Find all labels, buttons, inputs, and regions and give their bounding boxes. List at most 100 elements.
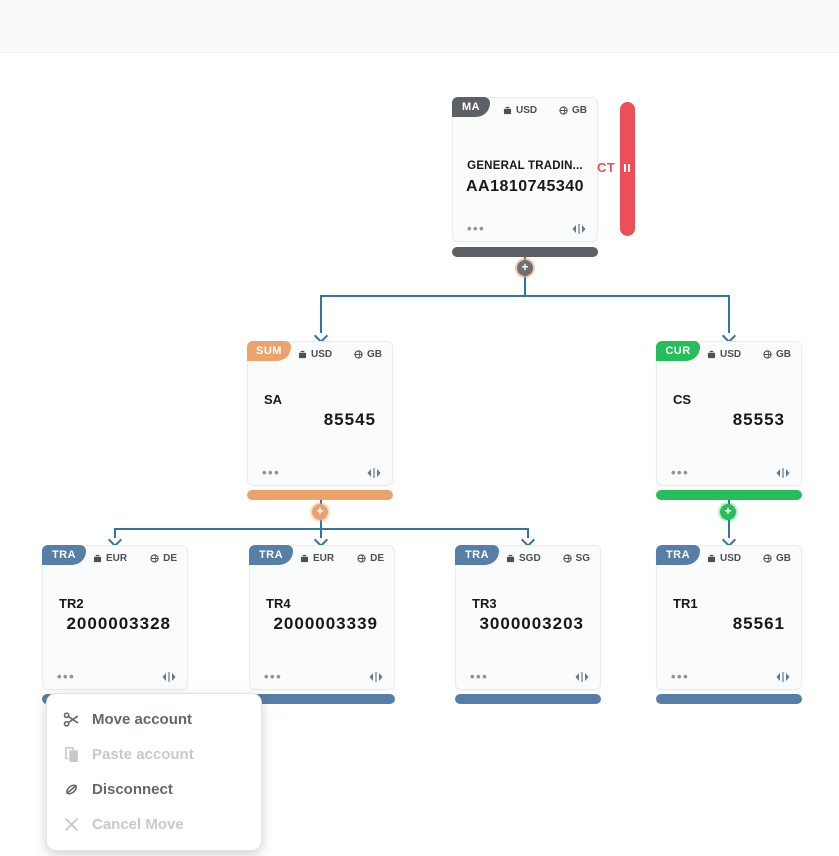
account-number: 85561 <box>732 614 785 633</box>
country-label: GB <box>367 349 382 360</box>
account-card-tr1[interactable]: TRA USD GB TR1 85561 ••• <box>656 545 802 690</box>
connector-line <box>524 257 526 295</box>
account-number: 2000003339 <box>273 614 378 633</box>
menu-item-move-account[interactable]: Move account <box>47 702 261 737</box>
currency-icon <box>506 554 515 563</box>
currency-icon <box>298 350 307 359</box>
expand-horizontal-icon[interactable] <box>367 467 381 479</box>
account-card-ma[interactable]: MA USD GB GENERAL TRADIN... AA1810745340… <box>452 97 598 242</box>
country-label: GB <box>572 105 587 116</box>
pause-icon <box>624 164 630 172</box>
more-options-icon[interactable]: ••• <box>671 669 690 684</box>
menu-item-paste-account: Paste account <box>47 737 261 772</box>
expand-horizontal-icon[interactable] <box>575 671 589 683</box>
connection-bar-cs[interactable] <box>656 490 802 500</box>
disconnect-icon <box>66 784 77 795</box>
globe-icon <box>763 554 772 563</box>
account-name: SA <box>264 392 283 407</box>
globe-icon <box>559 106 568 115</box>
more-options-icon[interactable]: ••• <box>470 669 489 684</box>
menu-item-label: Move account <box>92 711 193 728</box>
account-card-tr4[interactable]: TRA EUR DE TR4 2000003339 ••• <box>249 545 395 690</box>
connector-line <box>320 528 322 538</box>
account-type-badge: MA <box>452 97 490 117</box>
globe-icon <box>357 554 366 563</box>
plus-icon: + <box>521 260 529 274</box>
account-card-cs[interactable]: CUR USD GB CS 85553 ••• <box>656 341 802 486</box>
menu-item-cancel-move: Cancel Move <box>47 807 261 842</box>
account-name: TR3 <box>472 596 497 611</box>
connector-line <box>527 528 529 538</box>
currency-label: EUR <box>313 553 335 564</box>
currency-icon <box>707 554 716 563</box>
globe-icon <box>763 350 772 359</box>
plus-icon: + <box>316 504 324 518</box>
menu-item-label: Paste account <box>92 746 194 763</box>
connection-bar-tr1[interactable] <box>656 694 802 704</box>
country-label: SG <box>575 553 590 564</box>
currency-label: SGD <box>519 553 541 564</box>
currency-icon <box>93 554 102 563</box>
country-label: GB <box>776 349 791 360</box>
plus-icon: + <box>724 504 732 518</box>
expand-horizontal-icon[interactable] <box>572 223 586 235</box>
more-options-icon[interactable]: ••• <box>467 221 486 236</box>
connector-line <box>114 528 116 538</box>
globe-icon <box>354 350 363 359</box>
account-card-tr3[interactable]: TRA SGD SG TR3 3000003203 ••• <box>455 545 601 690</box>
connector-line <box>320 295 729 297</box>
context-menu: Move account Paste account Disconnect Ca… <box>46 693 262 851</box>
currency-label: USD <box>720 349 742 360</box>
expand-horizontal-icon[interactable] <box>776 671 790 683</box>
currency-icon <box>707 350 716 359</box>
connector-line <box>320 295 322 333</box>
connection-bar-sa[interactable] <box>247 490 393 500</box>
account-card-tr2[interactable]: TRA EUR DE TR2 2000003328 ••• <box>42 545 188 690</box>
account-title: GENERAL TRADIN... <box>467 160 583 172</box>
more-options-icon[interactable]: ••• <box>264 669 283 684</box>
cancel-icon <box>65 818 78 831</box>
more-options-icon[interactable]: ••• <box>262 465 281 480</box>
more-options-icon[interactable]: ••• <box>671 465 690 480</box>
ct-tab-label: CT <box>597 160 616 175</box>
account-type-badge: SUM <box>247 341 291 361</box>
expand-horizontal-icon[interactable] <box>369 671 383 683</box>
country-label: DE <box>370 553 384 564</box>
add-connection-button[interactable]: + <box>517 260 533 276</box>
connection-bar-tr4[interactable] <box>249 694 395 704</box>
account-card-sa[interactable]: SUM USD GB SA 85545 ••• <box>247 341 393 486</box>
menu-item-disconnect[interactable]: Disconnect <box>47 772 261 807</box>
currency-label: USD <box>516 105 538 116</box>
paste-icon <box>65 747 78 762</box>
add-connection-button[interactable]: + <box>720 504 736 520</box>
connection-bar-ma[interactable] <box>452 247 598 257</box>
expand-horizontal-icon[interactable] <box>776 467 790 479</box>
more-options-icon[interactable]: ••• <box>57 669 76 684</box>
account-name: TR2 <box>59 596 84 611</box>
account-number: AA1810745340 <box>465 178 585 195</box>
currency-icon <box>300 554 309 563</box>
country-label: DE <box>163 553 177 564</box>
account-number: 85553 <box>732 410 785 429</box>
connection-bar-tr3[interactable] <box>455 694 601 704</box>
currency-label: USD <box>720 553 742 564</box>
account-number: 2000003328 <box>66 614 171 633</box>
country-label: GB <box>776 553 791 564</box>
globe-icon <box>150 554 159 563</box>
menu-item-label: Disconnect <box>92 781 173 798</box>
expand-horizontal-icon[interactable] <box>162 671 176 683</box>
add-connection-button[interactable]: + <box>312 504 328 520</box>
currency-label: USD <box>311 349 333 360</box>
account-type-badge: TRA <box>455 545 499 565</box>
currency-label: EUR <box>106 553 128 564</box>
ct-suspended-tab[interactable] <box>620 102 635 236</box>
account-name: TR1 <box>673 596 698 611</box>
globe-icon <box>562 554 572 563</box>
account-type-badge: TRA <box>42 545 86 565</box>
account-number: 85545 <box>323 410 376 429</box>
menu-item-label: Cancel Move <box>92 816 184 833</box>
connector-line <box>728 295 730 333</box>
scissors-icon <box>63 712 79 727</box>
account-type-badge: TRA <box>656 545 700 565</box>
